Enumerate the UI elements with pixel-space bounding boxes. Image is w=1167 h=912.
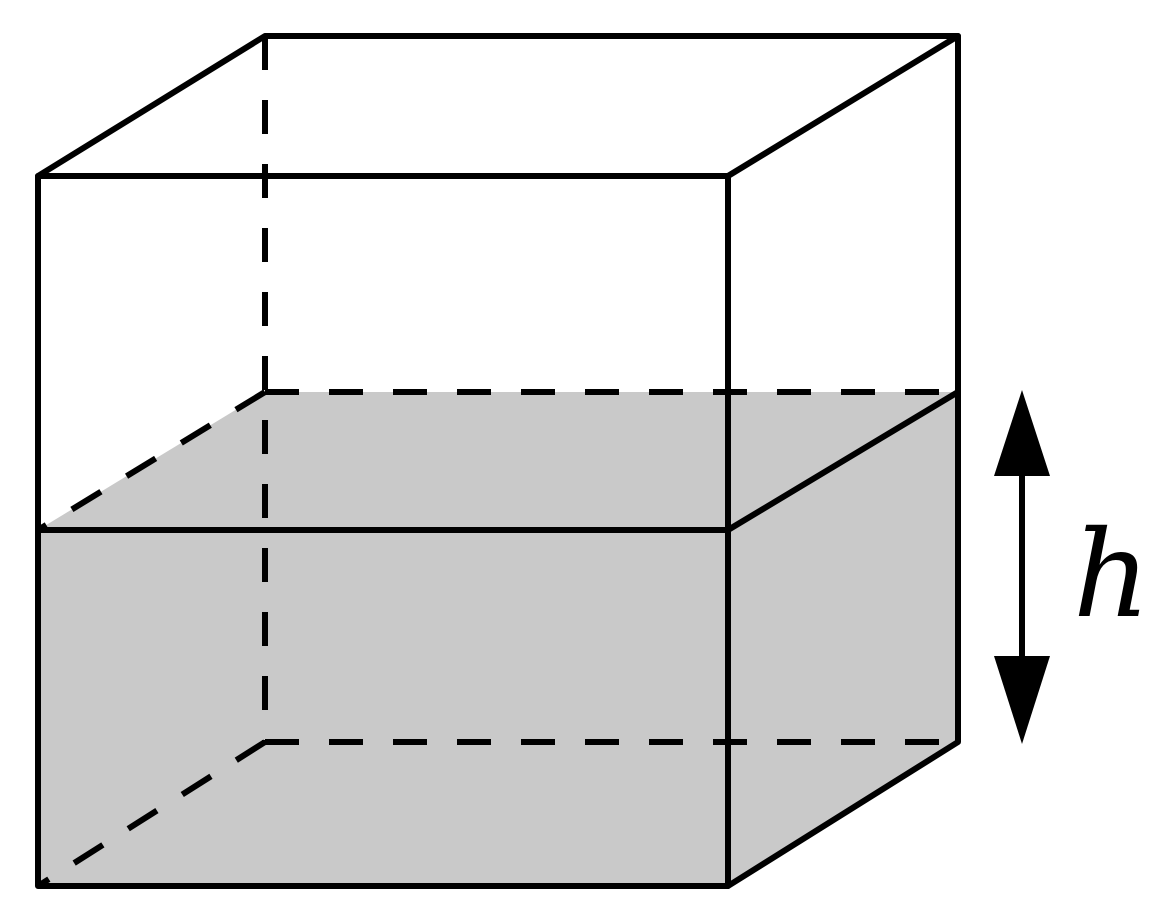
height-label: h [1073,506,1150,645]
water-front-face [38,530,728,886]
hidden-bottom-left-depth-edge [36,739,267,889]
water-right-face [728,392,958,886]
arrow-up-icon [994,390,1050,476]
visible-edges [35,33,961,889]
arrow-down-icon [994,656,1050,744]
right-face-outline [725,33,961,889]
water-body [38,392,958,886]
top-face-outline [35,33,961,179]
height-arrow [994,390,1050,744]
hidden-edges [36,36,958,889]
water-left-depth-edge [36,389,267,533]
water-right-edge [725,389,961,533]
